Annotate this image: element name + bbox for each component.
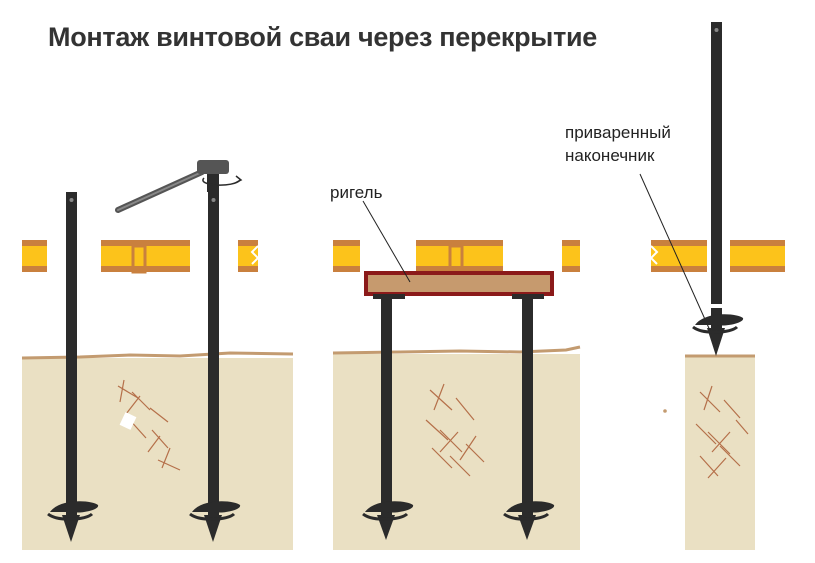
section-2-beam [332,200,581,550]
pile-1b [189,192,241,542]
ground-line-2 [332,345,581,355]
floor-slab-2 [333,240,580,274]
section-3-welded-tip [639,22,785,550]
soil-block-2 [333,354,580,550]
beam-rigel [364,271,554,299]
floor-slab-3 [649,240,785,272]
pile-2a [362,298,414,540]
diagram-title: Монтаж винтовой сваи через перекрытие [48,22,598,52]
label-rigel: ригель [330,183,383,202]
soil-cracks-2 [425,383,485,477]
soil-cracks-1 [117,379,181,471]
pile-2b [503,298,555,540]
welded-tip-leader-line [639,173,713,336]
soil-block-1 [22,358,293,550]
label-welded-tip-line2: наконечник [565,146,655,165]
floor-slab-1 [22,240,260,274]
label-welded-tip-line1: приваренный [565,123,671,142]
ground-line-1 [21,351,294,360]
rigel-leader-line [362,200,411,283]
section-1-pile-screwing [21,160,294,550]
pile-3 [692,22,744,356]
rotation-tool [115,160,243,213]
soil-block-3 [685,356,755,550]
pile-1a [47,192,99,542]
soil-cracks-3 [695,385,749,479]
